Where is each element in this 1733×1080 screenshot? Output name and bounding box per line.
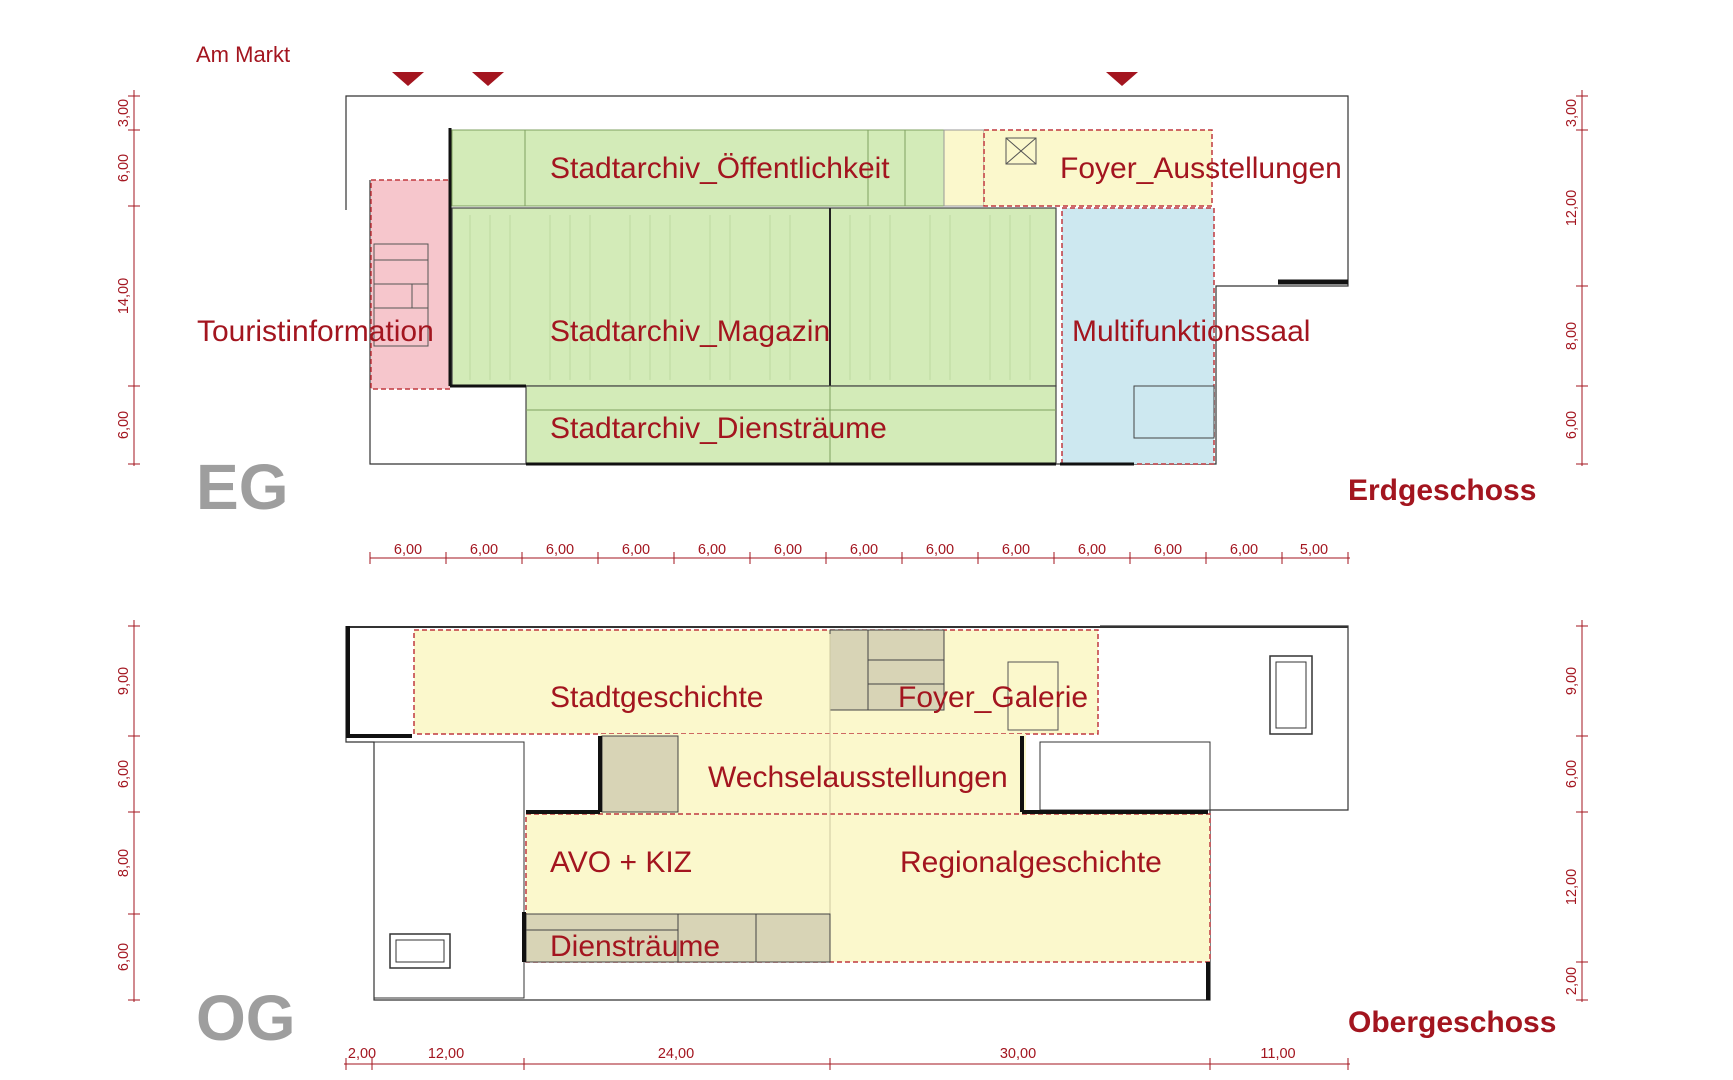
label-stadtarchiv-dienstraeume: Stadtarchiv_Diensträume — [550, 412, 887, 445]
label-wechselausstellungen: Wechselausstellungen — [708, 761, 1008, 794]
entrance-marker — [392, 72, 424, 86]
ground-floor-plan: Stadtarchiv_Öffentlichkeit Foyer_Ausstel… — [196, 95, 1536, 523]
label-touristinformation: Touristinformation — [197, 315, 434, 348]
floor-code-eg: EG — [196, 451, 288, 523]
label-dienstraeume: Diensträume — [550, 930, 720, 963]
dim-og-left-3: 8,00 — [116, 849, 132, 877]
entrance-marker — [472, 72, 504, 86]
label-regionalgeschichte: Regionalgeschichte — [900, 846, 1162, 879]
dim-b-4: 30,00 — [1000, 1046, 1036, 1062]
room-stadtgeschichte — [413, 629, 1099, 735]
dim-eg-left-3: 14,00 — [116, 278, 132, 314]
room-stadtarchiv-dienstraeume — [525, 385, 1057, 465]
entrance-marker — [1106, 72, 1138, 86]
label-multifunktionssaal: Multifunktionssaal — [1072, 315, 1310, 348]
dim-eg-right-2: 12,00 — [1564, 190, 1580, 226]
dim-h-12: 6,00 — [1230, 542, 1258, 558]
label-avo-kiz: AVO + KIZ — [550, 846, 692, 879]
dim-h-4: 6,00 — [622, 542, 650, 558]
dim-h-1: 6,00 — [394, 542, 422, 558]
dim-eg-right-3: 8,00 — [1564, 322, 1580, 350]
dim-b-2: 12,00 — [428, 1046, 464, 1062]
dim-h-5: 6,00 — [698, 542, 726, 558]
label-oeffentlichkeit: Stadtarchiv_Öffentlichkeit — [550, 152, 890, 185]
dim-og-right-1: 9,00 — [1564, 667, 1580, 695]
dim-h-10: 6,00 — [1078, 542, 1106, 558]
dim-h-6: 6,00 — [774, 542, 802, 558]
dim-og-right-3: 12,00 — [1564, 869, 1580, 905]
floor-code-og: OG — [196, 982, 296, 1054]
dim-eg-left-1: 3,00 — [116, 99, 132, 127]
room-stadtarchiv-magazin — [451, 207, 1057, 387]
dim-eg-left-4: 6,00 — [116, 411, 132, 439]
dim-h-3: 6,00 — [546, 542, 574, 558]
floor-title-obergeschoss: Obergeschoss — [1348, 1006, 1556, 1039]
dim-og-left-4: 6,00 — [116, 943, 132, 971]
dim-eg-right-1: 3,00 — [1564, 99, 1580, 127]
dim-b-3: 24,00 — [658, 1046, 694, 1062]
dim-h-7: 6,00 — [850, 542, 878, 558]
dim-og-left-1: 9,00 — [116, 667, 132, 695]
dim-h-8: 6,00 — [926, 542, 954, 558]
dim-h-13: 5,00 — [1300, 542, 1328, 558]
label-foyer-ausstellungen: Foyer_Ausstellungen — [1060, 152, 1342, 185]
mid-dimension-line — [369, 552, 1350, 564]
label-magazin: Stadtarchiv_Magazin — [550, 315, 830, 348]
dim-eg-left-2: 6,00 — [116, 154, 132, 182]
upper-floor-plan: Stadtgeschichte Foyer_Galerie Wechselaus… — [196, 625, 1556, 1054]
dim-og-right-4: 2,00 — [1564, 967, 1580, 995]
label-stadtgeschichte: Stadtgeschichte — [550, 681, 763, 714]
street-label: Am Markt — [196, 42, 290, 67]
dim-h-9: 6,00 — [1002, 542, 1030, 558]
eg-dimension-lines — [128, 90, 1588, 466]
dim-b-5: 11,00 — [1260, 1046, 1295, 1062]
dim-h-11: 6,00 — [1154, 542, 1182, 558]
dim-og-left-2: 6,00 — [116, 760, 132, 788]
room-foyer-ausstellungen — [983, 129, 1213, 207]
og-dimension-lines — [128, 620, 1588, 1002]
dim-eg-right-4: 6,00 — [1564, 411, 1580, 439]
label-foyer-galerie: Foyer_Galerie — [898, 681, 1088, 714]
floor-title-erdgeschoss: Erdgeschoss — [1348, 474, 1536, 507]
bottom-dimension-line — [344, 1058, 1350, 1070]
room-stadtarchiv-oeffentlichkeit — [451, 129, 945, 207]
dim-h-2: 6,00 — [470, 542, 498, 558]
dim-b-1: 2,00 — [348, 1046, 376, 1062]
dim-og-right-2: 6,00 — [1564, 760, 1580, 788]
